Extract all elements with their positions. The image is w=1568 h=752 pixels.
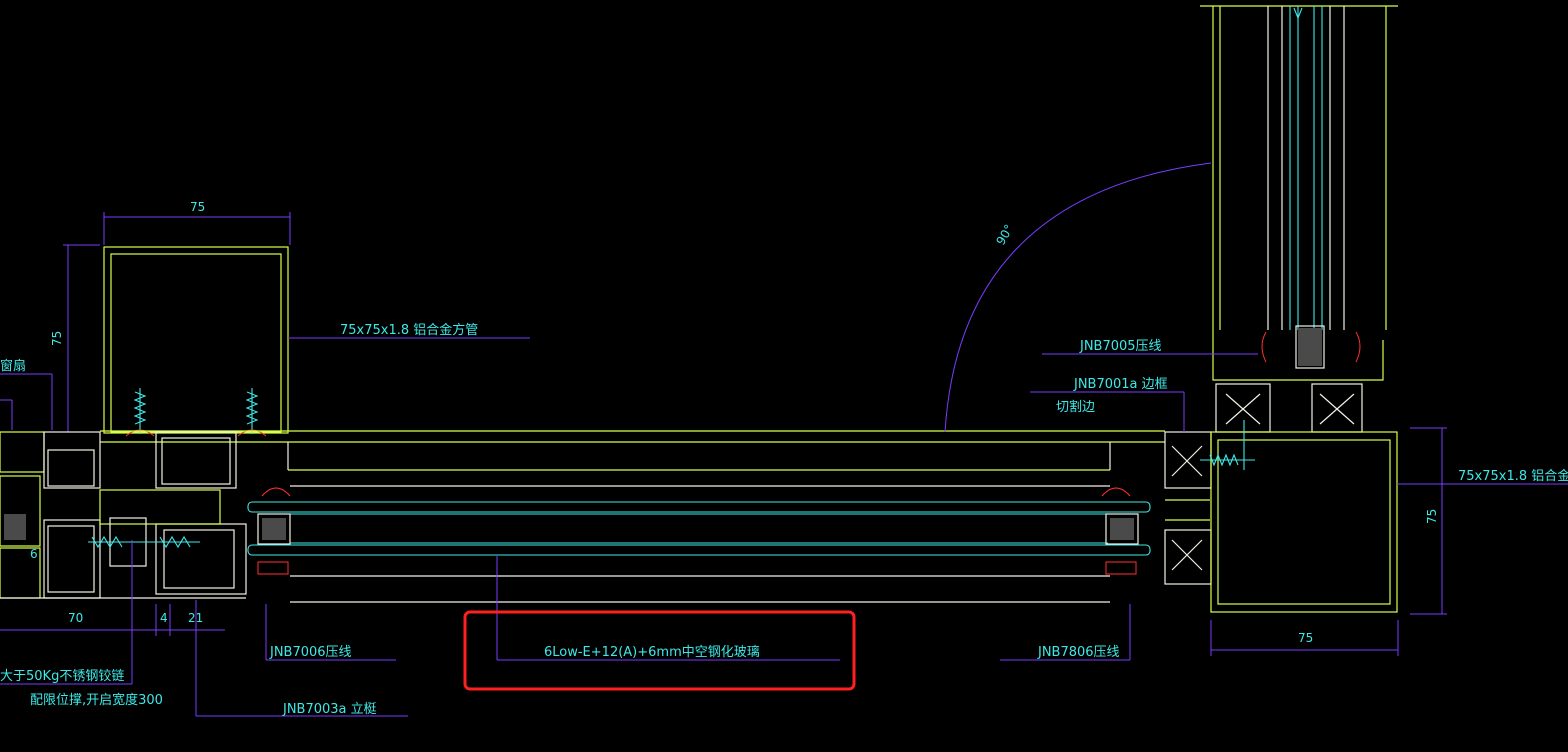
leader-tube-right: 75x75x1.8 铝合金方管 (1397, 468, 1568, 485)
highlight-box (463, 610, 856, 691)
left-profile (0, 431, 247, 599)
label-hinge-1: 大于50Kg不锈钢铰链 (0, 669, 124, 684)
leader-glass: 6Low-E+12(A)+6mm中空钢化玻璃 (496, 556, 840, 661)
label-left-cut: 窗扇 (0, 358, 26, 374)
dim-right-horizontal: 75 (1210, 620, 1399, 656)
dim-70-text: 70 (68, 611, 83, 625)
angle-text: 90° (993, 222, 1016, 247)
leader-hinge: 大于50Kg不锈钢铰链 配限位撑,开启宽度300 (0, 540, 163, 708)
label-jnb7006: JNB7006压线 (269, 645, 352, 660)
dim-top-75-text: 75 (190, 200, 205, 214)
screw-right (1200, 420, 1255, 470)
leader-jnb7003a: JNB7003a 立梃 (195, 600, 408, 717)
label-tube-left: 75x75x1.8 铝合金方管 (340, 322, 478, 338)
main-frame (100, 430, 1165, 603)
label-cut-edge: 切割边 (1056, 399, 1095, 415)
leader-jnb7005: JNB7005压线 (1042, 339, 1258, 355)
label-jnb7003a: JNB7003a 立梃 (282, 702, 377, 717)
leader-tube-left: 75x75x1.8 铝合金方管 (288, 322, 530, 339)
dim-6-text: 6 (30, 547, 38, 561)
right-vertical-frame (1200, 5, 1398, 369)
left-square-tube (103, 246, 289, 434)
right-lower-profile (1164, 330, 1384, 585)
label-tube-right: 75x75x1.8 铝合金方管 (1458, 468, 1568, 484)
leader-left-cut: 窗扇 (0, 358, 53, 430)
dim-right-vertical: 75 (1410, 427, 1447, 615)
dim-bottom-left: 70 4 21 6 (0, 547, 225, 636)
dim-left-75: 75 (50, 244, 100, 432)
dim-right-75b-text: 75 (1298, 631, 1313, 645)
leader-jnb7001a: JNB7001a 边框 切割边 (1030, 377, 1185, 432)
screw-left-1 (125, 388, 155, 437)
dim-top-75: 75 (103, 200, 291, 245)
dim-4-text: 4 (160, 611, 168, 625)
dim-right-75-text: 75 (1425, 509, 1439, 524)
glass-panel (247, 487, 1151, 575)
label-hinge-2: 配限位撑,开启宽度300 (30, 692, 163, 708)
right-square-tube (1210, 431, 1398, 613)
dim-left-75-text: 75 (50, 331, 64, 346)
leader-jnb7806: JNB7806压线 (1000, 604, 1131, 661)
leader-jnb7006: JNB7006压线 (265, 604, 396, 661)
label-jnb7001a: JNB7001a 边框 (1073, 377, 1168, 392)
screw-left-2 (237, 388, 267, 437)
label-jnb7005: JNB7005压线 (1079, 339, 1162, 354)
label-glass: 6Low-E+12(A)+6mm中空钢化玻璃 (544, 645, 760, 660)
label-jnb7806: JNB7806压线 (1037, 645, 1120, 660)
